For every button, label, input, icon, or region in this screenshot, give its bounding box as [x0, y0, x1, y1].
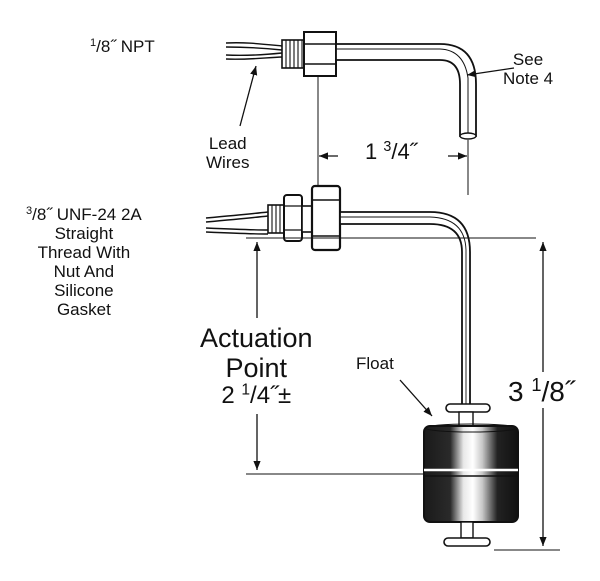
thread-numerator: 3	[26, 204, 33, 217]
actuation-line-2: Point	[225, 352, 288, 383]
see-note-leader	[466, 67, 515, 78]
retaining-clip	[443, 537, 491, 547]
length-whole: 3	[508, 376, 524, 407]
actuation-rest: /4˝±	[250, 382, 292, 410]
bottom-stem	[339, 211, 471, 411]
see-note-label: See Note 4	[503, 50, 553, 88]
bottom-lead-wires	[205, 211, 269, 235]
see-note-line-2: Note 4	[503, 69, 554, 89]
lead-wires-label: Lead Wires	[206, 134, 249, 172]
thread-line-6: Gasket	[56, 300, 111, 320]
thread-line-2: Straight	[54, 224, 114, 244]
stop-collar	[445, 403, 491, 413]
spacing-numerator: 3	[383, 139, 392, 156]
actuation-numerator: 1	[241, 381, 251, 399]
thread-spec-label: 3/8˝ UNF-24 2A Straight Thread With Nut …	[26, 205, 142, 319]
silicone-gasket	[301, 205, 313, 233]
length-numerator: 1	[531, 375, 542, 395]
top-threaded-fitting	[281, 39, 305, 69]
bottom-switch	[205, 184, 519, 547]
thread-line-5: Silicone	[54, 281, 114, 301]
spacing-rest: /4˝	[391, 139, 418, 164]
see-note-line-1: See	[512, 50, 544, 69]
length-rest: /8˝	[541, 376, 575, 407]
spacing-dimension-label: 1 3/4˝	[365, 139, 418, 165]
float-label: Float	[356, 354, 394, 373]
npt-fraction-text: /8˝ NPT	[96, 37, 155, 56]
actuation-whole: 2	[221, 382, 235, 410]
thread-first-line: /8˝ UNF-24 2A	[32, 205, 142, 224]
float-body	[423, 423, 519, 523]
bottom-hex-body	[310, 184, 342, 252]
lead-wires-leader	[239, 65, 258, 127]
spacing-whole: 1	[365, 139, 378, 164]
top-stem	[335, 43, 477, 137]
npt-fraction-numerator: 1	[90, 36, 97, 49]
lead-wires-line-2: Wires	[206, 153, 250, 173]
top-hex-body	[303, 31, 337, 77]
length-dimension-label: 3 1/8˝	[508, 376, 574, 407]
thread-line-4: Nut And	[53, 262, 115, 282]
nut	[283, 194, 303, 242]
actuation-line-1: Actuation	[200, 323, 313, 353]
top-switch	[225, 31, 477, 205]
thread-line-3: Thread With	[37, 243, 131, 263]
npt-label: 1/8˝ NPT	[90, 37, 155, 56]
actuation-point-label: Actuation Point 2 1/4˝±	[200, 323, 313, 410]
top-lead-wires	[225, 42, 283, 60]
float-leader	[399, 379, 433, 417]
lead-wires-line-1: Lead	[208, 134, 247, 153]
